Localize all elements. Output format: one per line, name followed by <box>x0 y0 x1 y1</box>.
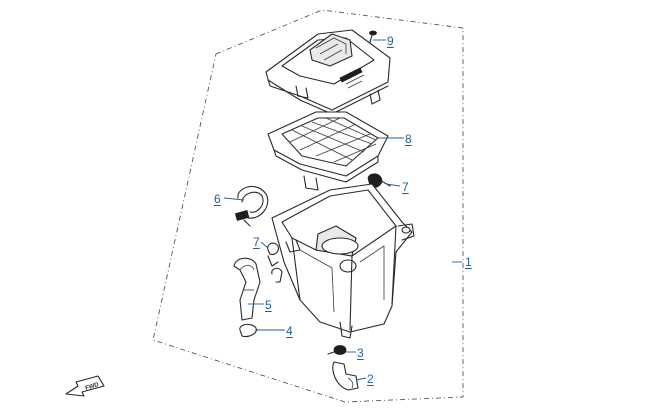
callout-part-3[interactable]: 3 <box>357 346 364 360</box>
clamp-band-6 <box>234 185 269 227</box>
callout-part-5[interactable]: 5 <box>265 298 272 312</box>
airbox-cover <box>265 29 391 115</box>
filter-element-8 <box>267 111 389 183</box>
assembly-boundary <box>152 9 464 403</box>
hose-clamp-7-lower <box>267 242 279 267</box>
callout-part-6[interactable]: 6 <box>214 192 221 206</box>
callout-part-8[interactable]: 8 <box>405 132 412 146</box>
breather-hose-5 <box>233 257 261 321</box>
callout-part-7-upper[interactable]: 7 <box>402 180 409 194</box>
callout-leaders <box>223 39 462 381</box>
callout-part-7-lower[interactable]: 7 <box>253 235 260 249</box>
drain-tube-2 <box>332 361 359 391</box>
callout-part-9[interactable]: 9 <box>387 34 394 48</box>
airbox-housing-1 <box>271 175 415 339</box>
callout-part-1[interactable]: 1 <box>465 255 472 269</box>
callout-part-2[interactable]: 2 <box>367 372 374 386</box>
callout-part-4[interactable]: 4 <box>286 324 293 338</box>
drain-clamp-3 <box>327 345 347 355</box>
fwd-arrow-icon: FWD <box>65 375 105 397</box>
fwd-label: FWD <box>85 382 100 392</box>
